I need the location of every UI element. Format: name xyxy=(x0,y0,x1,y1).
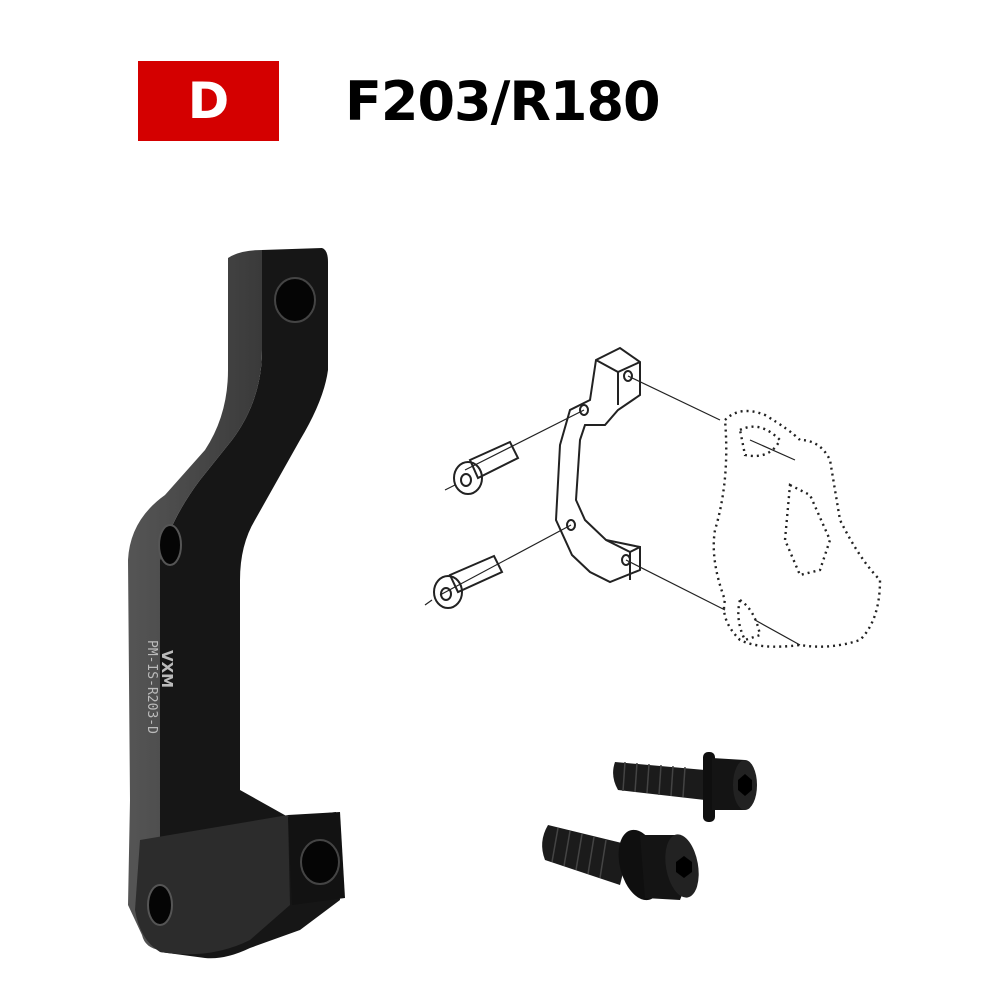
size-title: F203/R180 xyxy=(345,70,661,133)
variant-badge: D xyxy=(138,61,279,141)
bolt-icon xyxy=(613,752,757,822)
threaded-hole-icon xyxy=(274,277,316,323)
engraving-model: PM-IS-R203-D xyxy=(144,640,159,734)
engraving-logo: VXM xyxy=(158,650,176,688)
threaded-hole-icon xyxy=(158,524,182,566)
diagram-bolt-icon xyxy=(433,554,504,609)
threaded-hole-icon xyxy=(147,884,173,926)
diagram-bolt-icon xyxy=(453,440,520,495)
threaded-hole-icon xyxy=(300,839,340,885)
caliper-outline-icon xyxy=(712,409,882,648)
bolt-icon xyxy=(542,825,699,901)
variant-badge-label: D xyxy=(187,72,230,130)
